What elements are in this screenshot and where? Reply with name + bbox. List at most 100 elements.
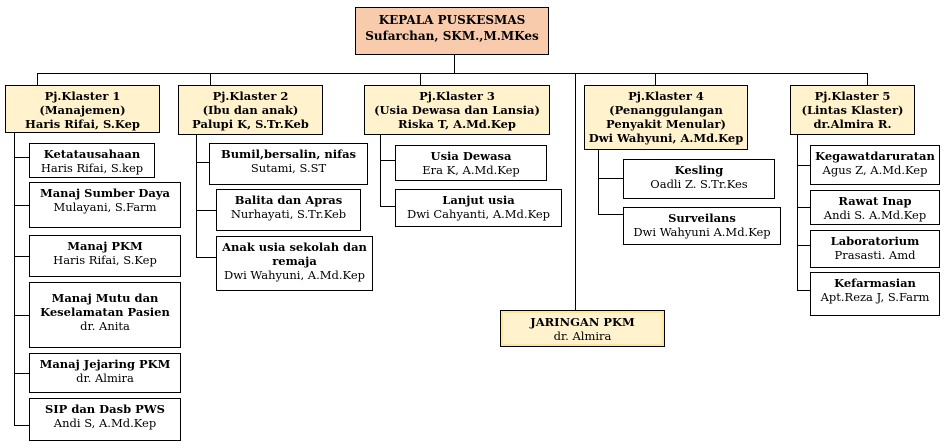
connector-line xyxy=(575,73,576,310)
klaster-label: Riska T, A.Md.Kep xyxy=(398,117,516,131)
unit-person: Andi S, A.Md.Kep xyxy=(53,416,157,430)
unit-person: Agus Z, A.Md.Kep xyxy=(822,163,928,177)
jaringan-box: JARINGAN PKM dr. Almira xyxy=(500,310,665,347)
klaster-1-box: Pj.Klaster 1 (Manajemen) Haris Rifai, S.… xyxy=(5,85,160,133)
klaster-label: (Penanggulangan xyxy=(609,103,723,117)
unit-box: Kegawatdaruratan Agus Z, A.Md.Kep xyxy=(810,145,940,185)
klaster-label: (Manajemen) xyxy=(39,103,126,117)
klaster-label: Dwi Wahyuni, A.Md.Kep xyxy=(588,131,744,145)
unit-box: Rawat Inap Andi S. A.Md.Kep xyxy=(810,190,940,225)
unit-person: Dwi Wahyuni, A.Md.Kep xyxy=(224,268,365,282)
unit-box: Manaj Mutu dan Keselamatan Pasien dr. An… xyxy=(29,282,181,348)
klaster-label: Pj.Klaster 2 xyxy=(212,89,289,103)
connector-line xyxy=(14,315,29,316)
unit-title: Rawat Inap xyxy=(838,194,912,208)
connector-line xyxy=(797,165,810,166)
head-title: KEPALA PUSKESMAS xyxy=(378,13,526,27)
connector-line xyxy=(37,73,38,85)
unit-box: Kesling Oadli Z. S.Tr.Kes xyxy=(623,159,775,199)
unit-title: SIP dan Dasb PWS xyxy=(44,402,165,416)
unit-box: Usia Dewasa Era K, A.Md.Kep xyxy=(395,145,547,181)
unit-person: dr. Almira xyxy=(76,371,134,385)
unit-title: Usia Dewasa xyxy=(430,149,512,163)
unit-box: Lanjut usia Dwi Cahyanti, A.Md.Kep xyxy=(395,189,562,227)
unit-box: Bumil,bersalin, nifas Sutami, S.ST xyxy=(209,143,368,185)
unit-box: SIP dan Dasb PWS Andi S, A.Md.Kep xyxy=(29,398,181,441)
klaster-3-box: Pj.Klaster 3 (Usia Dewasa dan Lansia) Ri… xyxy=(364,85,550,135)
unit-box: Surveilans Dwi Wahyuni A.Md.Kep xyxy=(623,207,781,245)
connector-line xyxy=(14,373,29,374)
unit-title: Anak usia sekolah dan remaja xyxy=(222,240,367,268)
connector-line xyxy=(14,133,15,425)
connector-line xyxy=(380,160,395,161)
unit-title: Manaj Sumber Daya xyxy=(40,186,170,200)
klaster-label: Pj.Klaster 3 xyxy=(419,89,495,103)
unit-person: Haris Rifai, S.Kep xyxy=(53,253,157,267)
unit-title: Ketatausahaan xyxy=(43,147,141,161)
unit-person: Era K, A.Md.Kep xyxy=(422,163,520,177)
connector-line xyxy=(867,73,868,85)
klaster-label: (Lintas Klaster) xyxy=(801,103,904,117)
unit-title: Surveilans xyxy=(668,211,736,225)
head-box: KEPALA PUSKESMAS Sufarchan, SKM.,M.MKes xyxy=(355,7,549,55)
unit-box: Manaj Sumber Daya Mulayani, S.Farm xyxy=(29,182,181,228)
unit-person: Oadli Z. S.Tr.Kes xyxy=(650,177,748,191)
head-name: Sufarchan, SKM.,M.MKes xyxy=(365,29,539,43)
unit-person: dr. Anita xyxy=(80,319,130,333)
klaster-2-box: Pj.Klaster 2 (Ibu dan anak) Palupi K, S.… xyxy=(178,85,323,135)
connector-line xyxy=(797,135,798,290)
unit-person: Apt.Reza J, S.Farm xyxy=(820,290,930,304)
klaster-4-box: Pj.Klaster 4 (Penanggulangan Penyakit Me… xyxy=(584,85,748,150)
connector-line xyxy=(598,150,599,215)
klaster-label: dr.Almira R. xyxy=(813,117,892,131)
unit-title: Bumil,bersalin, nifas xyxy=(220,147,357,161)
unit-person: Andi S. A.Md.Kep xyxy=(823,208,927,222)
klaster-label: (Ibu dan anak) xyxy=(202,103,299,117)
connector-line xyxy=(196,135,197,257)
unit-box: Ketatausahaan Haris Rifai, S.kep xyxy=(29,143,155,178)
jaringan-person: dr. Almira xyxy=(553,328,612,343)
connector-line xyxy=(196,210,216,211)
klaster-label: Pj.Klaster 5 xyxy=(814,89,891,103)
klaster-label: Palupi K, S.Tr.Keb xyxy=(192,117,309,131)
jaringan-inner: JARINGAN PKM dr. Almira xyxy=(503,313,662,344)
connector-line xyxy=(598,214,623,215)
klaster-label: Pj.Klaster 4 xyxy=(628,89,704,103)
klaster-label: (Usia Dewasa dan Lansia) xyxy=(374,103,540,117)
unit-box: Manaj Jejaring PKM dr. Almira xyxy=(29,353,181,393)
connector-line xyxy=(14,425,29,426)
unit-person: Dwi Cahyanti, A.Md.Kep xyxy=(406,207,551,221)
unit-title: Laboratorium xyxy=(830,234,920,248)
unit-title: Balita dan Apras xyxy=(234,193,343,207)
unit-title: Manaj Jejaring PKM xyxy=(39,357,171,371)
unit-person: Prasasti. Amd xyxy=(834,248,916,262)
connector-line xyxy=(14,205,29,206)
jaringan-title: JARINGAN PKM xyxy=(530,314,635,329)
connector-line xyxy=(380,206,395,207)
unit-box: Manaj PKM Haris Rifai, S.Kep xyxy=(29,235,181,277)
unit-box: Anak usia sekolah dan remaja Dwi Wahyuni… xyxy=(216,236,373,291)
connector-line xyxy=(37,73,867,74)
connector-line xyxy=(196,257,216,258)
connector-line xyxy=(14,256,29,257)
unit-person: Mulayani, S.Farm xyxy=(53,200,157,214)
connector-line xyxy=(797,290,810,291)
unit-title: Manaj Mutu dan Keselamatan Pasien xyxy=(40,291,170,319)
unit-person: Sutami, S.ST xyxy=(250,161,327,175)
unit-person: Dwi Wahyuni A.Md.Kep xyxy=(633,225,771,239)
unit-person: Haris Rifai, S.kep xyxy=(40,161,144,175)
unit-title: Kesling xyxy=(674,163,724,177)
connector-line xyxy=(14,157,29,158)
connector-line xyxy=(797,207,810,208)
unit-title: Kefarmasian xyxy=(834,276,916,290)
connector-line xyxy=(210,73,211,85)
klaster-label: Penyakit Menular) xyxy=(606,117,726,131)
connector-line xyxy=(420,73,421,85)
unit-title: Manaj PKM xyxy=(67,239,143,253)
unit-title: Lanjut usia xyxy=(442,193,515,207)
unit-title: Kegawatdaruratan xyxy=(815,149,935,163)
klaster-label: Haris Rifai, S.Kep xyxy=(25,117,140,131)
connector-line xyxy=(380,125,381,207)
connector-line xyxy=(196,162,209,163)
unit-box: Kefarmasian Apt.Reza J, S.Farm xyxy=(810,272,940,316)
